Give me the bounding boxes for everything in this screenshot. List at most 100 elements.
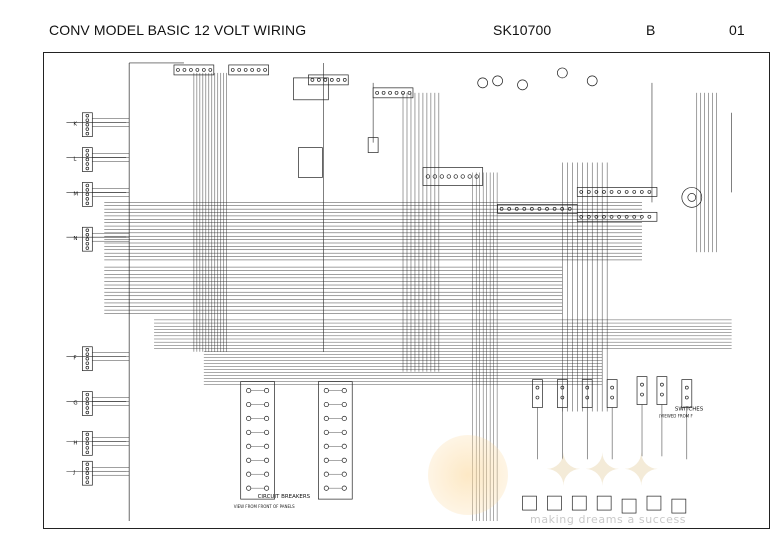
side-connector [82,346,93,372]
terminal-pin [522,207,527,211]
top-connector [173,64,215,76]
switch-pin [560,395,565,400]
terminal-pin [537,207,542,211]
breaker-stud [246,457,252,463]
side-connector [82,460,93,486]
breaker-stud [323,471,329,477]
watermark-wordmark: ✦✦✦ [545,445,662,496]
gauge [586,75,598,87]
breaker-stud [341,429,347,435]
rocker-switch [532,379,543,408]
connector-letter-5: F [73,356,76,362]
connector-pin [323,78,328,82]
connector-letter-7: H [73,440,77,446]
connector-pin [85,352,90,356]
connector-pin [195,68,200,72]
rocker-switch [581,379,593,408]
connector-pin [208,68,213,72]
connector-pin [85,356,90,361]
terminal-pin [602,214,606,219]
connector-pin [230,68,235,72]
connector-letter-2: L [73,157,77,163]
switch-pin [684,385,689,390]
breaker-stud [246,388,252,394]
breaker-stud [341,457,347,463]
gauge [477,77,489,89]
rocker-switch [681,379,693,408]
switch-pin [560,385,565,390]
switch-pin [684,395,689,400]
terminal-pin [586,190,591,194]
connector-pin [85,392,90,397]
part-number: SK10700 [493,22,552,38]
connector-pin [85,471,90,475]
terminal-pin [579,190,584,194]
breaker-stud [323,485,329,491]
terminal-pin [425,174,431,179]
breaker-panel-left [240,381,275,500]
connector-pin [85,450,90,455]
switch-pin [585,395,590,400]
watermark-tagline: making dreams a success [530,513,687,526]
connector-letter-4: N [73,236,77,242]
terminal-pin [453,174,458,179]
side-connector [82,226,93,252]
breaker-caption: CIRCUIT BREAKERS [258,494,311,500]
terminal-pin [639,214,644,219]
terminal-pin [632,190,637,194]
connector-pin [85,462,90,467]
switch-pin [640,382,644,387]
rocker-switch [557,379,568,408]
sender-core [687,193,697,202]
connector-letter-3: M [73,191,78,197]
terminal-pin [439,174,444,179]
connector-pin [176,68,180,72]
connector-pin [317,78,321,82]
gauge [517,79,528,91]
breaker-stud [246,485,252,491]
connector-pin [381,90,386,95]
connector-pin [85,153,90,157]
connector-pin [256,68,261,72]
terminal-pin [624,190,629,194]
top-connector [228,64,269,76]
breaker-stud [341,388,347,394]
connector-pin [375,90,379,95]
breaker-stud [246,401,252,408]
diagram-title: CONV MODEL BASIC 12 VOLT WIRING [49,22,307,38]
connector-letter-8: J [72,470,75,476]
breaker-stud [323,429,329,435]
connector-pin [189,68,193,72]
breaker-stud [246,471,252,477]
bottom-relay [671,498,687,514]
breaker-stud [341,485,347,491]
connector-pin [85,365,90,370]
breaker-stud [246,443,252,449]
connector-pin [85,127,90,131]
connector-pin [85,432,90,437]
terminal-row [497,204,578,214]
switch-pin [610,395,614,400]
connector-pin [85,237,90,241]
switch-pin [640,392,644,397]
breaker-stud [264,443,270,449]
terminal-pin [499,207,504,211]
terminal-pin [647,214,652,219]
sender-ring [681,187,703,208]
connector-pin [85,480,90,484]
terminal-pin [594,190,599,194]
top-connector [372,87,414,99]
connector-pin [263,68,267,72]
breaker-stud [341,401,347,408]
connector-pin [85,246,90,250]
rocker-switch [606,379,618,408]
terminal-row [576,211,658,222]
breaker-stud [264,429,270,435]
connector-pin [85,228,90,232]
breaker-stud [264,485,270,491]
bottom-relay [522,495,537,511]
breaker-stud [323,401,329,408]
breaker-stud [323,443,329,449]
